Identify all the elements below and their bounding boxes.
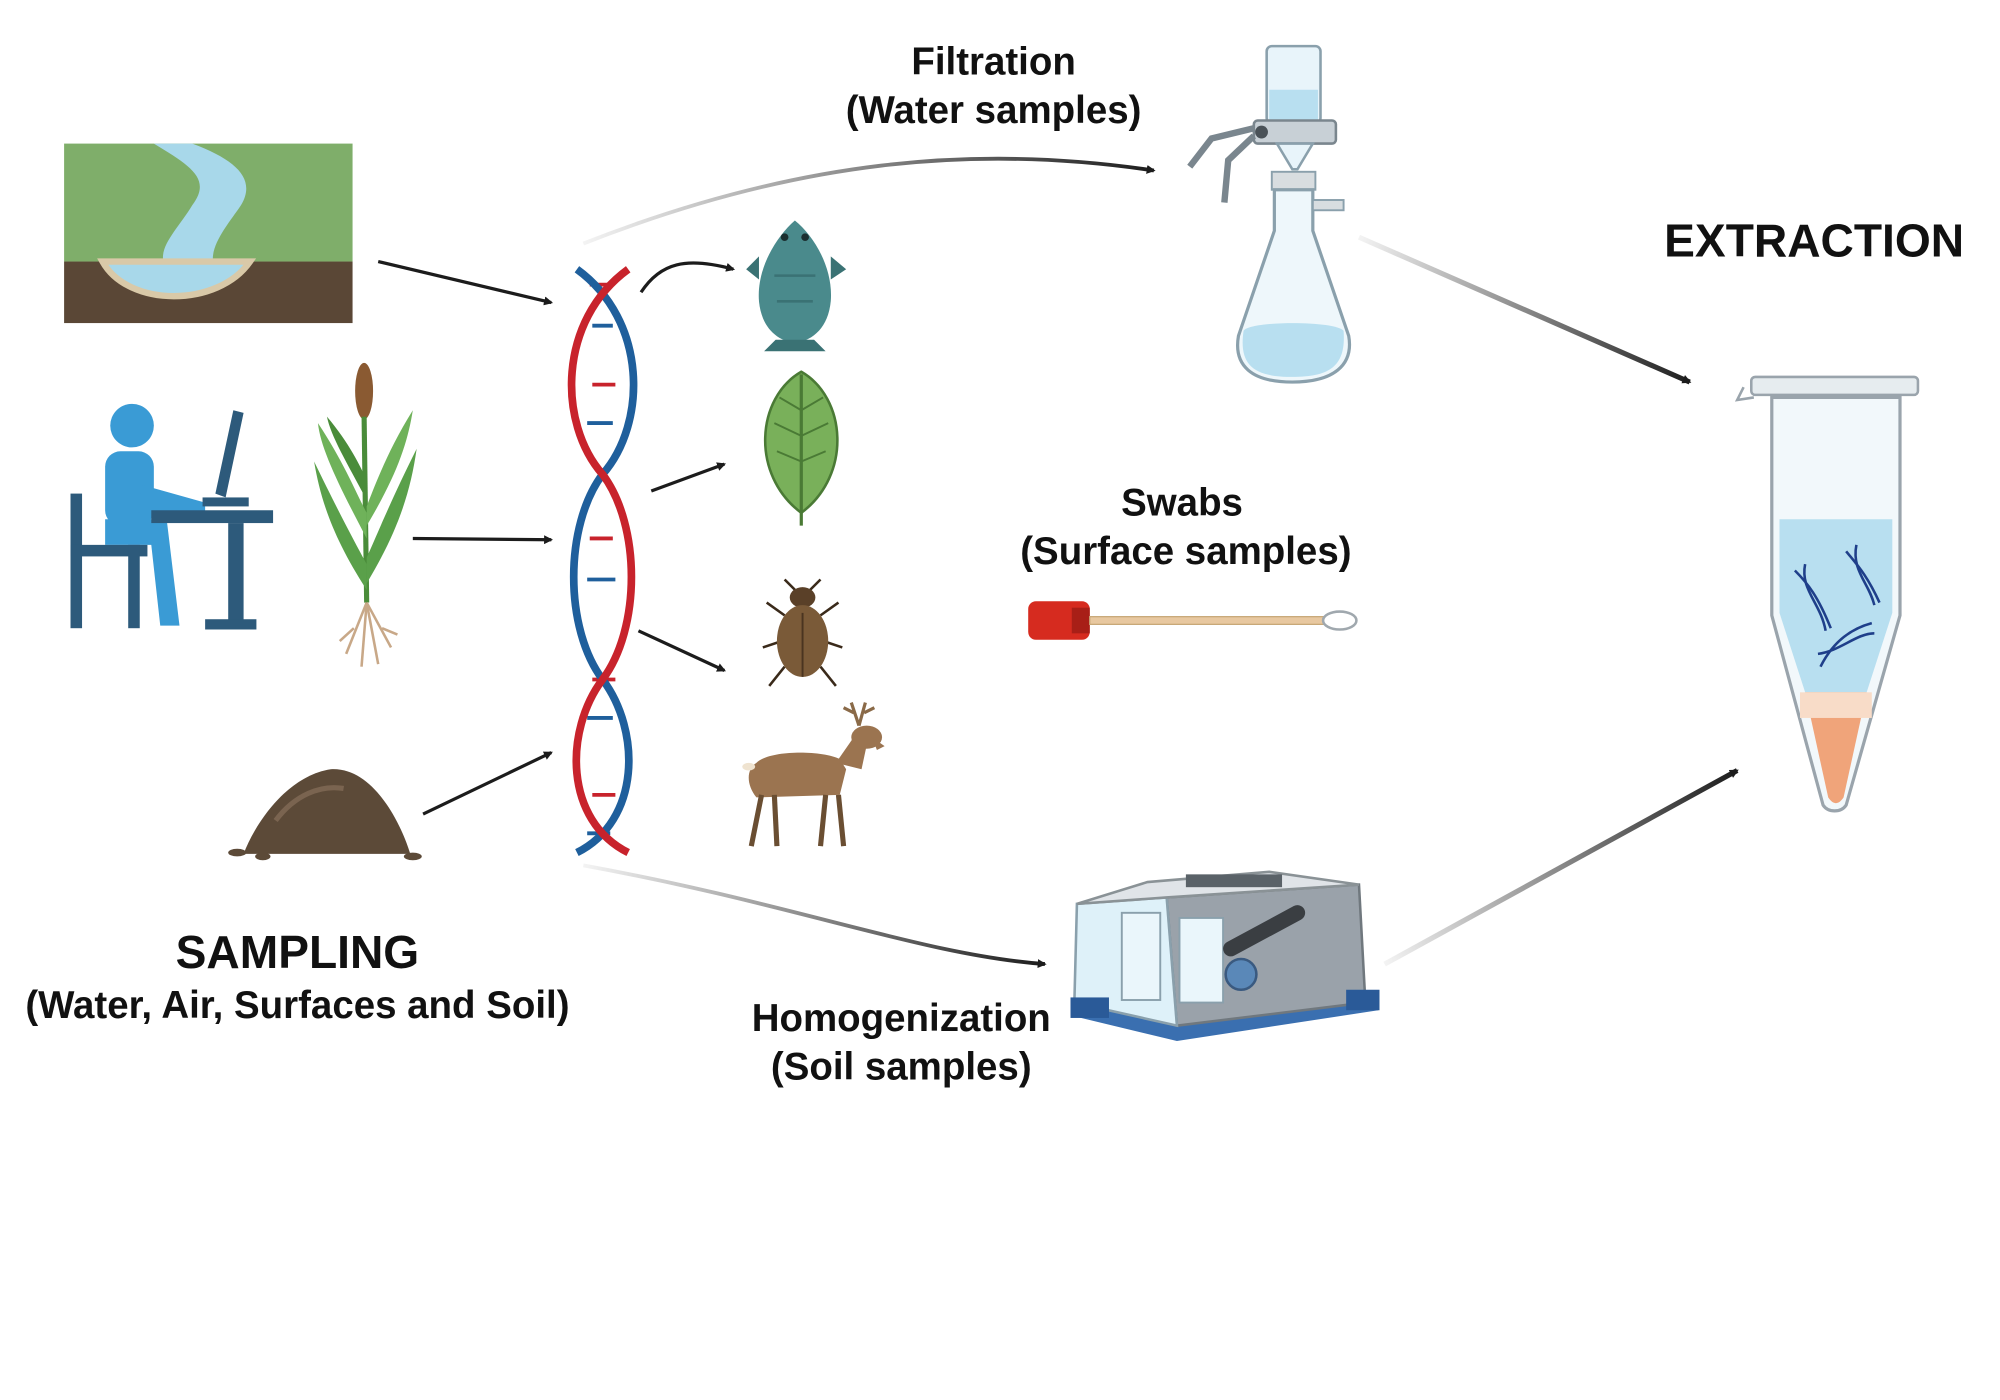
- extraction-title: EXTRACTION: [1664, 214, 1964, 266]
- person-at-computer-icon: [70, 403, 274, 630]
- dna-to-leaf-arrow: [650, 462, 727, 493]
- bead-homogenizer-icon: [1070, 870, 1380, 1042]
- dna-to-homogenization-arrow: [582, 863, 1047, 969]
- swabs-label: Swabs: [1121, 481, 1243, 524]
- air-to-dna-arrow: [412, 535, 554, 545]
- filtration-sublabel: (Water samples): [846, 89, 1142, 132]
- deer-icon: [742, 702, 885, 847]
- vacuum-filtration-flask-icon: [1187, 44, 1352, 384]
- dna-to-fish-arrow: [639, 261, 736, 294]
- beetle-icon: [762, 578, 843, 687]
- sampling-to-dna-arrows: [377, 259, 554, 816]
- sampling-sublabel: (Water, Air, Surfaces and Soil): [25, 984, 569, 1027]
- dna-to-beetle-arrow: [637, 629, 726, 672]
- filtration-label: Filtration: [911, 40, 1075, 83]
- soil-pile-icon: [228, 769, 422, 861]
- homogenization-to-extraction-arrow: [1383, 768, 1739, 967]
- grass-plant-icon: [314, 362, 417, 667]
- dna-helix-icon: [567, 266, 638, 857]
- river-landscape-icon: [64, 143, 353, 324]
- water-to-dna-arrow: [377, 259, 554, 306]
- soil-to-dna-arrow: [422, 751, 553, 816]
- homogenization-label: Homogenization: [752, 997, 1051, 1040]
- dna-to-filtration-arrow: [582, 156, 1156, 246]
- fish-icon: [746, 220, 847, 352]
- sampling-title: SAMPLING: [176, 926, 420, 978]
- swabs-sublabel: (Surface samples): [1020, 530, 1351, 573]
- homogenization-sublabel: (Soil samples): [771, 1045, 1032, 1088]
- leaf-icon: [763, 370, 839, 526]
- microcentrifuge-tube-icon: [1734, 375, 1920, 813]
- dna-to-organism-arrows: [637, 261, 736, 672]
- swab-icon: [1028, 601, 1358, 640]
- filtration-to-extraction-arrow: [1357, 234, 1692, 385]
